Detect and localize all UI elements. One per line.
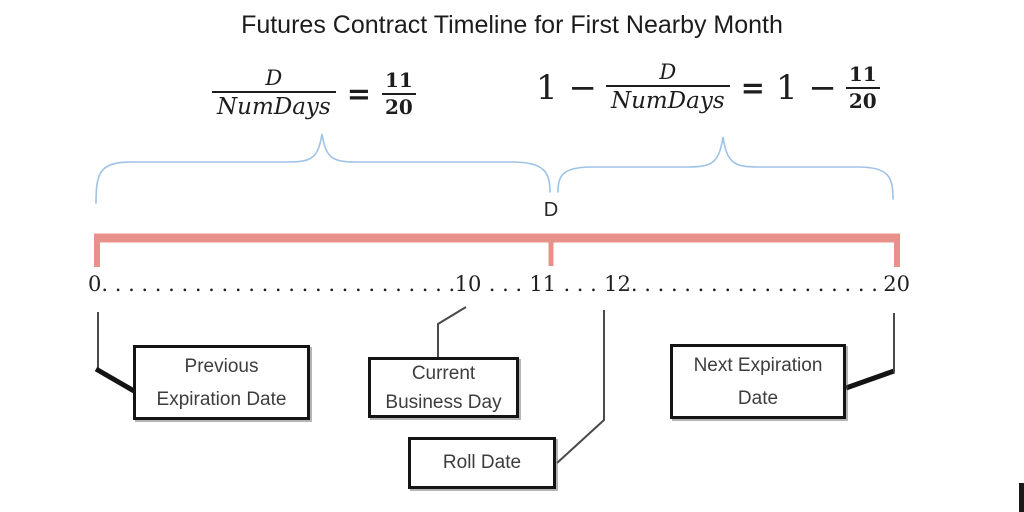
figure-title: Futures Contract Timeline for First Near… <box>241 11 783 39</box>
leader-roll-date <box>556 310 605 464</box>
fraction-11-20: 11 20 <box>845 61 880 113</box>
formula-left: D NumDays = 11 20 <box>212 66 416 121</box>
equals-sign: = <box>346 76 372 111</box>
axis-tick-20: 20 <box>883 272 910 296</box>
fraction-numerator: 11 <box>848 61 877 86</box>
fraction-denominator: NumDays <box>217 94 331 120</box>
fraction-d-numdays: D NumDays <box>212 66 336 121</box>
label-box-roll-date: Roll Date <box>408 437 556 489</box>
fraction-numerator: 11 <box>385 67 413 92</box>
equals-sign: = <box>740 70 765 105</box>
segment-d-label: D <box>543 199 559 221</box>
leader-current-business-day <box>437 306 467 358</box>
fraction-denominator: 20 <box>385 94 413 119</box>
box-label-line: Next Expiration <box>693 354 823 376</box>
axis-tick-0: 0 <box>88 272 102 296</box>
one-minus-term: 1 − <box>775 67 837 108</box>
axis-dots: . . . . . . . . . . . . . . . . . . . . … <box>101 272 455 296</box>
formula-right: 1 − D NumDays = 1 − 11 20 <box>536 60 880 115</box>
fraction-numerator: D <box>265 66 283 90</box>
fraction-bar <box>382 92 416 95</box>
right-curly-brace <box>557 136 894 200</box>
box-label-line: Business Day <box>385 391 502 413</box>
box-label-line: Previous <box>184 355 259 377</box>
fraction-denominator: 20 <box>848 88 877 113</box>
axis-dots: . . . <box>488 272 523 296</box>
leader-next-expiration-diagonal <box>845 368 895 391</box>
fraction-11-20: 11 20 <box>382 67 416 119</box>
fraction-d-numdays: D NumDays <box>605 60 730 115</box>
label-box-current-business-day: Current Business Day <box>368 357 519 418</box>
one-minus-term: 1 − <box>536 67 597 108</box>
fraction-bar <box>845 86 880 89</box>
timeline-axis: 0 . . . . . . . . . . . . . . . . . . . … <box>88 272 910 296</box>
left-curly-brace <box>95 133 551 204</box>
label-box-next-expiration-date: Next Expiration Date <box>670 344 846 419</box>
fraction-denominator: NumDays <box>610 88 725 114</box>
box-label-line: Current <box>411 362 476 384</box>
axis-tick-11: 11 <box>529 272 557 296</box>
axis-tick-12: 12 <box>604 272 631 296</box>
axis-tick-10: 10 <box>454 272 482 296</box>
box-label-line: Date <box>737 387 779 409</box>
leader-previous-expiration-diagonal <box>94 366 136 394</box>
axis-dots: . . . . . . . . . . . . . . . . . . . . … <box>630 272 883 296</box>
axis-dots: . . . <box>563 272 597 296</box>
scan-artifact-mark <box>1019 483 1024 512</box>
box-label-line: Roll Date <box>442 452 522 473</box>
fraction-bar <box>605 85 730 87</box>
fraction-bar <box>212 91 336 93</box>
box-label-line: Expiration Date <box>156 388 287 410</box>
fraction-numerator: D <box>659 60 677 84</box>
label-box-previous-expiration-date: Previous Expiration Date <box>133 345 310 420</box>
